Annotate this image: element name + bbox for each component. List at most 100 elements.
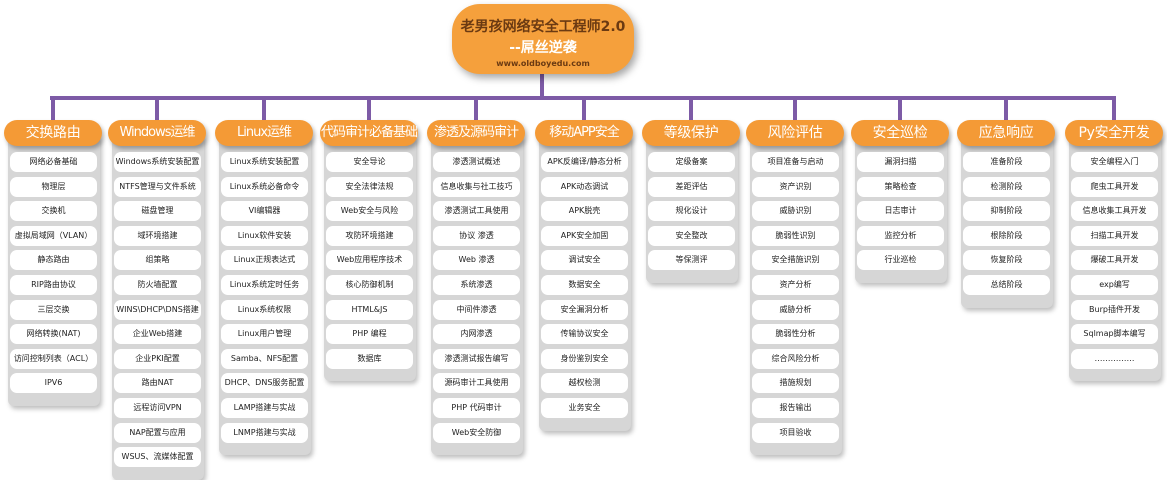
branch-item[interactable]: 爆破工具开发	[1071, 250, 1158, 271]
branch-item[interactable]: 威胁识别	[752, 201, 839, 222]
branch-item[interactable]: 综合风险分析	[752, 348, 839, 369]
branch-item[interactable]: 安全漏洞分析	[541, 299, 628, 320]
branch-item[interactable]: 内网渗透	[433, 324, 520, 345]
branch-item[interactable]: 域环境搭建	[114, 225, 201, 246]
branch-item[interactable]: 资产识别	[752, 176, 839, 197]
branch-item[interactable]: LAMP搭建与实战	[221, 397, 308, 418]
branch-item[interactable]: PHP 代码审计	[433, 397, 520, 418]
branch-item[interactable]: 攻防环境搭建	[326, 225, 413, 246]
branch-item[interactable]: 协议 渗透	[433, 225, 520, 246]
branch-item[interactable]: LNMP搭建与实战	[221, 422, 308, 443]
branch-item[interactable]: 源码审计工具使用	[433, 373, 520, 394]
branch-title[interactable]: 交换路由	[4, 120, 102, 146]
branch-item[interactable]: Linux软件安装	[221, 225, 308, 246]
branch-item[interactable]: Linux正规表达式	[221, 250, 308, 271]
branch-item[interactable]: 安全导论	[326, 152, 413, 172]
branch-item[interactable]: APK脱壳	[541, 201, 628, 222]
branch-item[interactable]: ……………	[1071, 348, 1158, 369]
branch-item[interactable]: 网络必备基础	[10, 152, 97, 172]
branch-item[interactable]: 访问控制列表（ACL）	[10, 348, 97, 369]
branch-title[interactable]: 应急响应	[957, 120, 1055, 146]
branch-item[interactable]: 网络转换(NAT)	[10, 324, 97, 345]
branch-item[interactable]: 安全编程入门	[1071, 152, 1158, 172]
branch-item[interactable]: HTML&JS	[326, 299, 413, 320]
branch-item[interactable]: Linux用户管理	[221, 324, 308, 345]
branch-item[interactable]: 规化设计	[648, 201, 735, 222]
branch-item[interactable]: IPV6	[10, 373, 97, 394]
branch-item[interactable]: 渗透测试工具使用	[433, 201, 520, 222]
branch-item[interactable]: 物理层	[10, 176, 97, 197]
branch-item[interactable]: 措施规划	[752, 373, 839, 394]
branch-item[interactable]: 磁盘管理	[114, 201, 201, 222]
branch-item[interactable]: RIP路由协议	[10, 274, 97, 295]
branch-item[interactable]: Linux系统必备命令	[221, 176, 308, 197]
branch-item[interactable]: 交换机	[10, 201, 97, 222]
branch-item[interactable]: PHP 编程	[326, 324, 413, 345]
branch-item[interactable]: Web安全防御	[433, 422, 520, 443]
branch-item[interactable]: 企业Web搭建	[114, 324, 201, 345]
branch-item[interactable]: 资产分析	[752, 274, 839, 295]
branch-item[interactable]: 防火墙配置	[114, 274, 201, 295]
branch-item[interactable]: 中间件渗透	[433, 299, 520, 320]
branch-item[interactable]: 业务安全	[541, 397, 628, 418]
branch-item[interactable]: 渗透测试概述	[433, 152, 520, 172]
branch-item[interactable]: APK反编译/静态分析	[541, 152, 628, 172]
branch-item[interactable]: exp编写	[1071, 274, 1158, 295]
branch-item[interactable]: 定级备案	[648, 152, 735, 172]
branch-item[interactable]: 恢复阶段	[963, 250, 1050, 271]
branch-title[interactable]: 安全巡检	[851, 120, 949, 146]
branch-item[interactable]: Linux系统定时任务	[221, 274, 308, 295]
branch-item[interactable]: Windows系统安装配置	[114, 152, 201, 172]
branch-item[interactable]: APK安全加固	[541, 225, 628, 246]
branch-item[interactable]: 威胁分析	[752, 299, 839, 320]
branch-item[interactable]: Samba、NFS配置	[221, 348, 308, 369]
branch-item[interactable]: 系统渗透	[433, 274, 520, 295]
branch-item[interactable]: 远程访问VPN	[114, 397, 201, 418]
branch-item[interactable]: 调试安全	[541, 250, 628, 271]
branch-item[interactable]: 日志审计	[857, 201, 944, 222]
branch-item[interactable]: 项目验收	[752, 422, 839, 443]
branch-item[interactable]: APK动态调试	[541, 176, 628, 197]
branch-item[interactable]: 报告输出	[752, 397, 839, 418]
branch-item[interactable]: 数据库	[326, 348, 413, 369]
branch-item[interactable]: Web应用程序技术	[326, 250, 413, 271]
branch-item[interactable]: 企业PKI配置	[114, 348, 201, 369]
branch-item[interactable]: 差距评估	[648, 176, 735, 197]
branch-item[interactable]: 三层交换	[10, 299, 97, 320]
branch-item[interactable]: 安全措施识别	[752, 250, 839, 271]
branch-title[interactable]: 移动APP安全	[535, 120, 633, 146]
branch-item[interactable]: 扫描工具开发	[1071, 225, 1158, 246]
branch-item[interactable]: Linux系统安装配置	[221, 152, 308, 172]
branch-item[interactable]: Web安全与风险	[326, 201, 413, 222]
branch-item[interactable]: 信息收集与社工技巧	[433, 176, 520, 197]
branch-title[interactable]: 渗透及源码审计	[427, 120, 525, 146]
branch-item[interactable]: 路由NAT	[114, 373, 201, 394]
branch-item[interactable]: NTFS管理与文件系统	[114, 176, 201, 197]
branch-item[interactable]: 脆弱性识别	[752, 225, 839, 246]
branch-item[interactable]: 虚拟局域网（VLAN）	[10, 225, 97, 246]
branch-item[interactable]: VI编辑器	[221, 201, 308, 222]
branch-item[interactable]: DHCP、DNS服务配置	[221, 373, 308, 394]
branch-item[interactable]: 等保测评	[648, 250, 735, 271]
branch-item[interactable]: 监控分析	[857, 225, 944, 246]
branch-item[interactable]: 核心防御机制	[326, 274, 413, 295]
branch-item[interactable]: 总结阶段	[963, 274, 1050, 295]
branch-item[interactable]: 根除阶段	[963, 225, 1050, 246]
branch-item[interactable]: Burp插件开发	[1071, 299, 1158, 320]
branch-item[interactable]: 传输协议安全	[541, 324, 628, 345]
branch-item[interactable]: WSUS、流媒体配置	[114, 447, 201, 468]
branch-item[interactable]: 抑制阶段	[963, 201, 1050, 222]
branch-item[interactable]: 身份鉴别安全	[541, 348, 628, 369]
branch-item[interactable]: 漏洞扫描	[857, 152, 944, 172]
branch-item[interactable]: 信息收集工具开发	[1071, 201, 1158, 222]
branch-item[interactable]: 准备阶段	[963, 152, 1050, 172]
branch-item[interactable]: 检测阶段	[963, 176, 1050, 197]
branch-item[interactable]: WINS\DHCP\DNS搭建	[114, 299, 201, 320]
branch-item[interactable]: 脆弱性分析	[752, 324, 839, 345]
branch-item[interactable]: 安全法律法规	[326, 176, 413, 197]
branch-item[interactable]: 项目准备与启动	[752, 152, 839, 172]
branch-title[interactable]: 等级保护	[642, 120, 740, 146]
branch-item[interactable]: NAP配置与应用	[114, 422, 201, 443]
branch-item[interactable]: 爬虫工具开发	[1071, 176, 1158, 197]
branch-title[interactable]: Py安全开发	[1065, 120, 1163, 146]
